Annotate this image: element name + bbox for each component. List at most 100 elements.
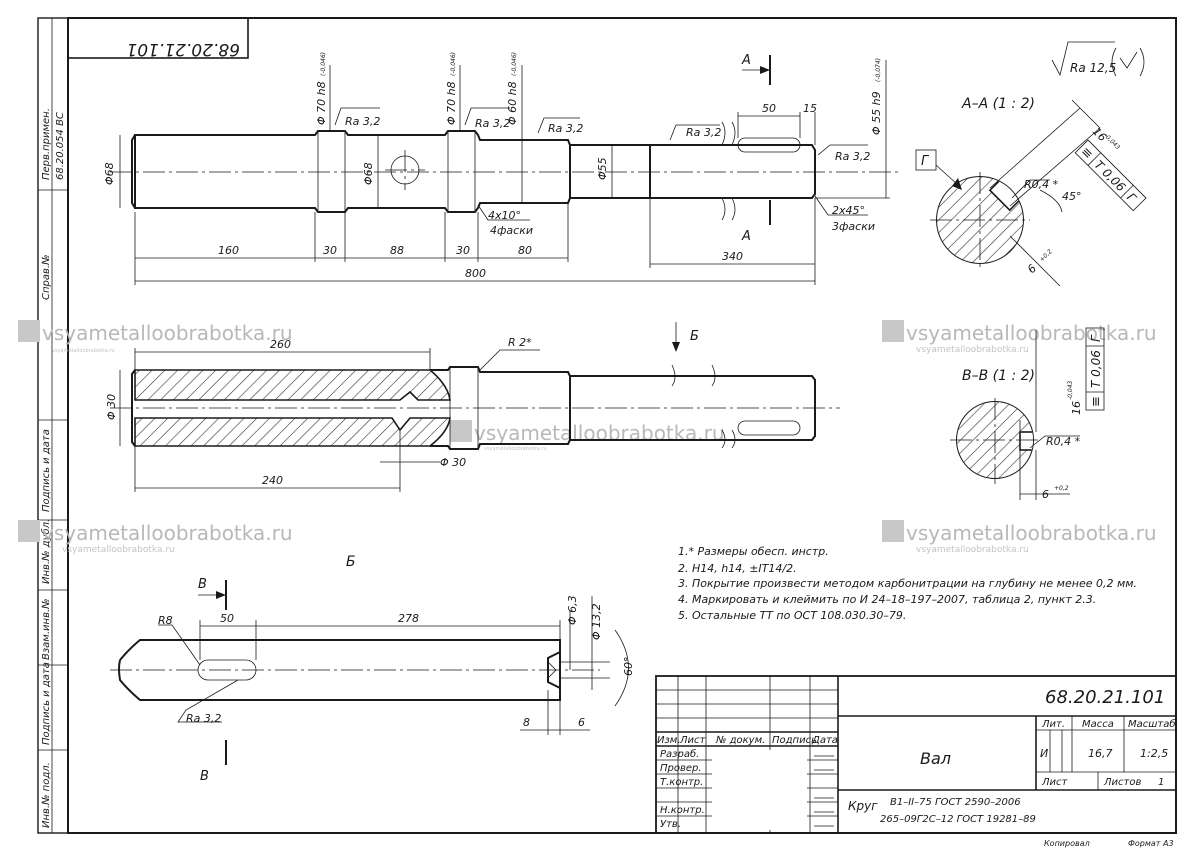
tb-col-sign: Подпись xyxy=(772,735,817,746)
dim-len-8: 8 xyxy=(523,716,530,729)
keyway-bottom xyxy=(737,420,801,436)
view-b: Б B B R8 50 278 Φ 6,3 Φ 13,2 xyxy=(110,554,635,784)
tb-name: Вал xyxy=(920,749,951,768)
dim-d68: Φ68 xyxy=(103,162,116,185)
ra-4: Ra 3,2 xyxy=(686,126,721,139)
dim-len-260: 260 xyxy=(270,338,291,351)
watermark-big-2: vsyametalloobrabotka.ru xyxy=(906,321,1157,345)
rotated-stamp-text: 68.20.21.101 xyxy=(126,39,240,59)
bb-frame-datum: Г xyxy=(1089,334,1103,342)
dim-len-160: 160 xyxy=(218,244,239,257)
aa-keyway-tol: -0,043 xyxy=(1103,132,1122,151)
side-podpis-data-1: Подпись и дата xyxy=(41,429,52,512)
watermark-logo-icon xyxy=(450,420,472,442)
rotated-stamp-box xyxy=(67,17,249,59)
hatch-bottom xyxy=(134,417,451,447)
dim-len-278: 278 xyxy=(398,612,419,625)
tb-mass-label: Масса xyxy=(1082,719,1114,730)
dim-d60h8: Φ 60 h8 xyxy=(506,81,519,125)
aa-frame-sym: ≡ xyxy=(1077,144,1095,162)
dim-len-50-b: 50 xyxy=(220,612,234,625)
watermark-logo-icon xyxy=(18,320,40,342)
aa-depth-tol: +0,2 xyxy=(1038,248,1053,263)
section-bb: B–B (1 : 2) 16 -0,043 ≡ T 0,06 Г R0,4 * … xyxy=(950,327,1105,501)
watermark-big-4: vsyametalloobrabotka.ru xyxy=(42,521,293,545)
aa-depth-6: 6 xyxy=(1025,262,1039,276)
tb-sheets-value: 1 xyxy=(1158,777,1164,788)
dim-d70h8-a-tol: (-0,046) xyxy=(320,52,327,76)
chamfer-a-note: 4фаски xyxy=(490,224,533,237)
watermark-big-3: vsyametalloobrabotka.ru xyxy=(474,421,725,445)
side-strip xyxy=(37,17,69,834)
dim-d68-mid: Φ68 xyxy=(362,162,375,185)
side-perv-primen-value: 68.20.054 ВС xyxy=(55,112,66,180)
tb-col-doc: № докум. xyxy=(715,735,765,746)
chamfer-b-note: 3фаски xyxy=(832,220,875,233)
dim-d30-b: Φ 30 xyxy=(440,456,466,469)
dim-d70h8-b-tol: (-0,046) xyxy=(450,52,457,76)
note-3: 3. Покрытие произвести методом карбонитр… xyxy=(678,577,1137,590)
dim-d70h8-b: Φ 70 h8 xyxy=(445,81,458,125)
dim-d55h9-tol: (-0,074) xyxy=(875,58,882,82)
watermark-big-1: vsyametalloobrabotka.ru xyxy=(42,321,293,345)
tb-mass-value: 16,7 xyxy=(1088,747,1113,760)
tb-lit-label: Лит. xyxy=(1041,719,1065,730)
dim-d60h8-tol: (-0,046) xyxy=(511,52,518,76)
ra-3: Ra 3,2 xyxy=(548,122,583,135)
section-bb-title: B–B (1 : 2) xyxy=(962,368,1035,384)
dim-r8: R8 xyxy=(158,614,173,627)
aa-radius: R0,4 * xyxy=(1024,178,1059,191)
bb-depth-tol: +0,2 xyxy=(1054,485,1069,492)
tb-col-list: Лист xyxy=(679,735,707,746)
watermark-small-4: vsyametalloobrabotka.ru xyxy=(62,545,175,555)
keyway-top xyxy=(737,137,801,153)
side-sprav-no: Справ.№ xyxy=(41,255,52,300)
tb-scale-value: 1:2,5 xyxy=(1140,747,1168,760)
view-main-shaft: A A Φ68 Φ 70 h8 (-0,046) Φ68 Φ 70 h8 (-0… xyxy=(103,52,900,285)
view-b-title: Б xyxy=(346,554,356,570)
watermark-tiny-1: vsyametalloobrabotka.ru xyxy=(52,348,115,354)
dim-angle-60: 60° xyxy=(622,657,635,677)
tb-row-razrab: Разраб. xyxy=(660,748,699,760)
dim-len-30-a: 30 xyxy=(323,244,337,257)
bb-keyway-16: 16 xyxy=(1070,401,1083,415)
dim-d70h8-a: Φ 70 h8 xyxy=(315,81,328,125)
dim-len-88: 88 xyxy=(390,244,404,257)
tb-row-tkontr: Т.контр. xyxy=(660,777,703,788)
dim-r2: R 2* xyxy=(508,336,532,349)
note-2: 2. H14, h14, ±IT14/2. xyxy=(678,562,797,575)
dim-d30: Φ 30 xyxy=(105,394,118,420)
keyway-view-b xyxy=(197,659,257,681)
note-5: 5. Остальные ТТ по ОСТ 108.030.30–79. xyxy=(678,609,906,622)
dim-d55: Φ55 xyxy=(596,157,609,180)
tb-format: Формат А3 xyxy=(1128,839,1174,848)
chamfer-a: 4x10° xyxy=(488,209,521,222)
title-block: Изм. Лист № докум. Подпись Дата Разраб. … xyxy=(655,675,1177,848)
tb-row-nkontr: Н.контр. xyxy=(660,805,705,816)
tb-scale-label: Масштаб xyxy=(1128,718,1176,730)
bb-frame-sym: ≡ xyxy=(1089,396,1104,407)
ra-view-b: Ra 3,2 xyxy=(186,712,221,725)
watermark-big-5: vsyametalloobrabotka.ru xyxy=(906,521,1157,545)
side-podpis-data-2: Подпись и дата xyxy=(41,662,52,745)
arrow-b: Б xyxy=(690,329,699,344)
note-4: 4. Маркировать и клеймить по И 24–18–197… xyxy=(678,593,1096,606)
ra-5: Ra 3,2 xyxy=(835,150,870,163)
tb-col-izm: Изм. xyxy=(657,735,681,746)
dim-d55h9: Φ 55 h9 xyxy=(870,91,883,135)
tb-material-line1: В1–II–75 ГОСТ 2590–2006 xyxy=(890,797,1021,808)
general-roughness: Ra 12,5 xyxy=(1051,41,1145,77)
cut-b-bottom: B xyxy=(200,769,209,784)
side-inv-dubl: Инв.№ дубл. xyxy=(40,519,52,584)
bb-frame-tol: T 0,06 xyxy=(1089,350,1103,388)
ra-2: Ra 3,2 xyxy=(475,117,510,130)
dim-len-80: 80 xyxy=(518,244,532,257)
watermark-small-5: vsyametalloobrabotka.ru xyxy=(916,545,1029,555)
aa-frame-tol: T 0,06 xyxy=(1092,158,1129,195)
dim-d63: Φ 6,3 xyxy=(566,595,579,625)
dim-keyway-50: 50 xyxy=(762,102,776,115)
section-a-label-top: A xyxy=(741,53,751,68)
tb-lit-value: И xyxy=(1040,747,1048,760)
bb-depth-6: 6 xyxy=(1042,488,1049,501)
